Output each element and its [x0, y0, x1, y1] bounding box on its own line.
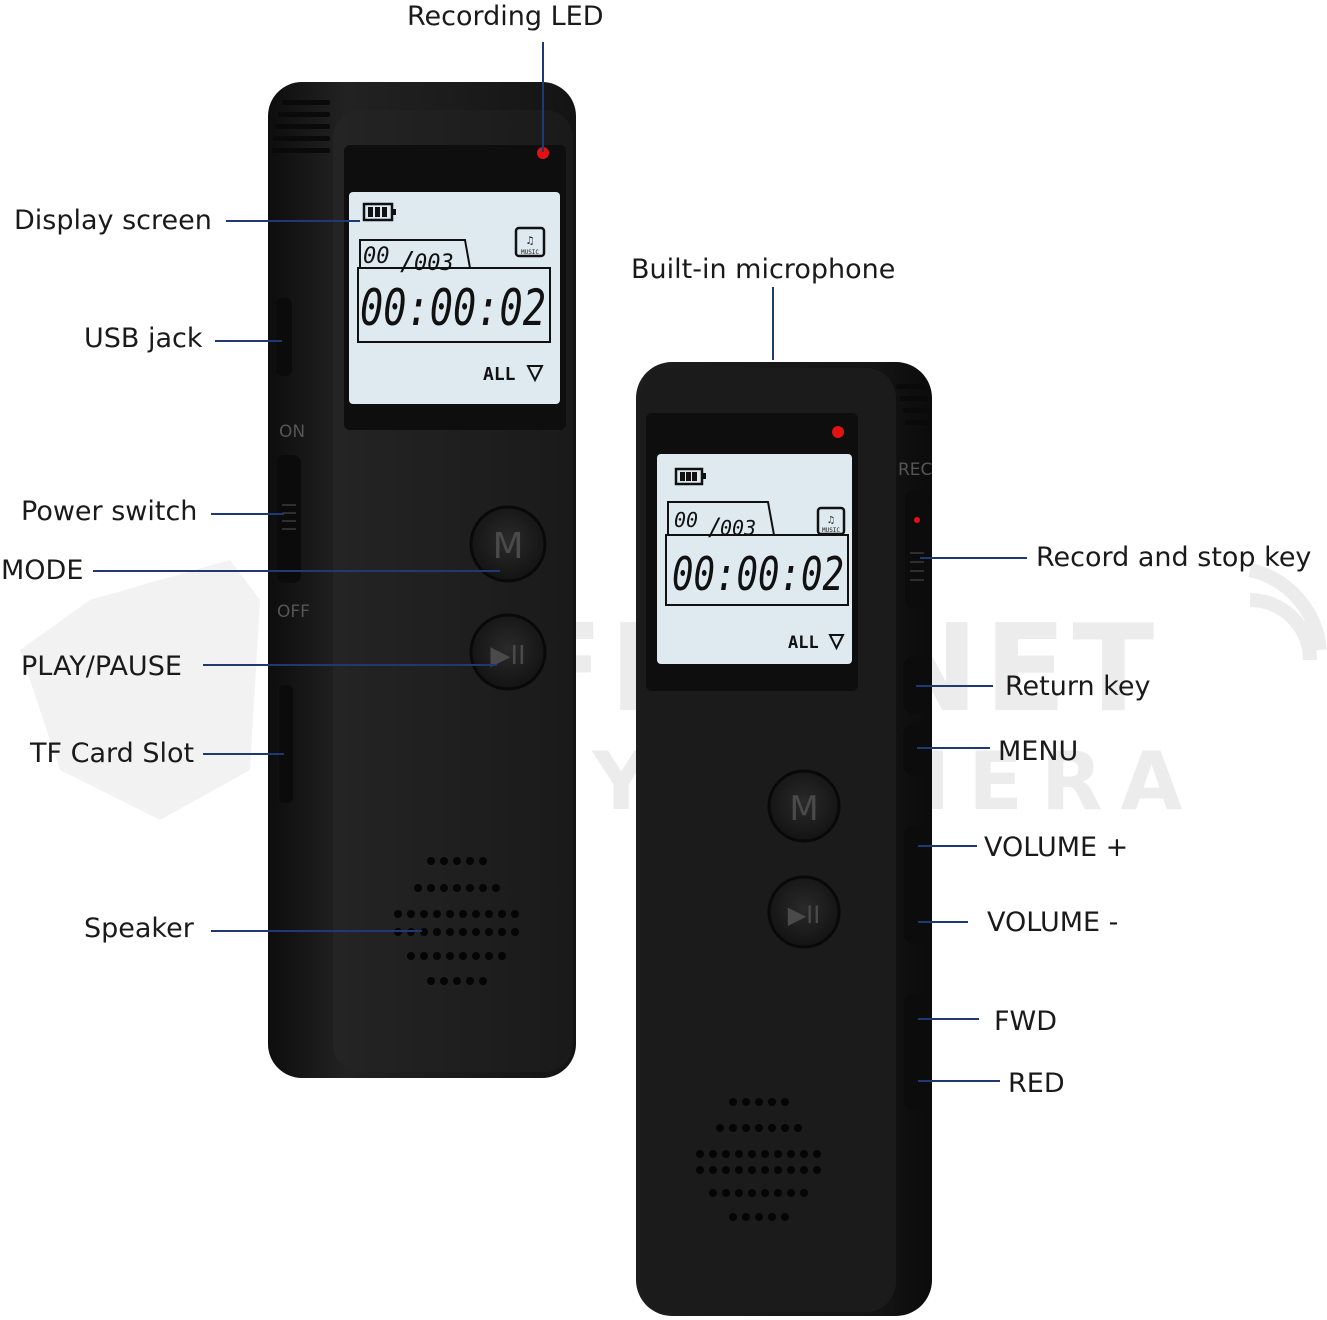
label-usb-jack: USB jack	[84, 323, 203, 354]
label-speaker: Speaker	[84, 913, 194, 944]
label-volume-minus: VOLUME -	[987, 907, 1119, 938]
left-switch-on-text: ON	[279, 422, 305, 442]
right-mode-button	[767, 769, 841, 843]
svg-text:▶II: ▶II	[788, 901, 821, 929]
label-red: RED	[1008, 1068, 1065, 1099]
right-lcd-track: 00	[674, 508, 698, 532]
label-power-switch: Power switch	[21, 496, 198, 527]
label-return-key: Return key	[1005, 671, 1151, 702]
left-tf-card-slot	[279, 685, 293, 803]
right-rec-text: REC	[898, 460, 932, 480]
right-speaker-grille	[696, 1098, 821, 1221]
label-tf-card-slot: TF Card Slot	[30, 738, 195, 769]
svg-text:MUSIC: MUSIC	[521, 249, 539, 256]
left-lcd-mode: ALL	[483, 364, 516, 385]
left-lcd	[349, 192, 560, 404]
svg-text:M: M	[492, 526, 523, 567]
right-lcd-total: 003	[720, 516, 756, 540]
label-display-screen: Display screen	[14, 205, 212, 236]
label-volume-plus: VOLUME +	[984, 832, 1129, 863]
svg-text:♫: ♫	[828, 515, 834, 526]
label-fwd: FWD	[994, 1006, 1058, 1037]
left-switch-off-text: OFF	[277, 602, 310, 622]
left-speaker-grille	[394, 857, 519, 985]
left-power-switch	[277, 455, 301, 583]
label-record-stop-key: Record and stop key	[1036, 542, 1312, 573]
label-play-pause: PLAY/PAUSE	[21, 651, 182, 682]
label-builtin-microphone: Built-in microphone	[631, 254, 896, 285]
left-mode-button	[469, 505, 547, 583]
right-music-icon	[816, 506, 846, 536]
left-top-vents	[272, 100, 330, 153]
right-lcd	[657, 454, 852, 664]
svg-text:MUSIC: MUSIC	[822, 527, 840, 534]
left-lcd-track: 00	[363, 244, 390, 269]
right-recording-led-dot	[832, 426, 844, 438]
right-volume-rocker	[904, 826, 926, 944]
right-side-vents	[896, 384, 929, 425]
left-recording-led-dot	[537, 147, 549, 159]
svg-text:/: /	[708, 513, 722, 541]
right-return-key	[903, 656, 927, 714]
left-music-icon	[514, 226, 546, 258]
left-play-pause-button	[469, 613, 547, 691]
label-mode: MODE	[1, 555, 84, 586]
right-record-stop-key	[905, 490, 929, 608]
svg-text:M: M	[789, 789, 818, 829]
right-play-pause-button	[767, 875, 841, 949]
svg-text:/: /	[400, 247, 416, 277]
left-lcd-total: 003	[414, 251, 454, 276]
label-recording-led: Recording LED	[407, 1, 604, 32]
left-usb-jack	[276, 298, 292, 376]
right-lcd-mode: ALL	[788, 633, 819, 653]
label-menu: MENU	[998, 736, 1079, 767]
right-lcd-time: 00:00:02	[672, 547, 844, 601]
svg-text:♫: ♫	[527, 234, 534, 247]
right-menu-key	[903, 724, 927, 776]
left-lcd-time: 00:00:02	[360, 279, 546, 337]
